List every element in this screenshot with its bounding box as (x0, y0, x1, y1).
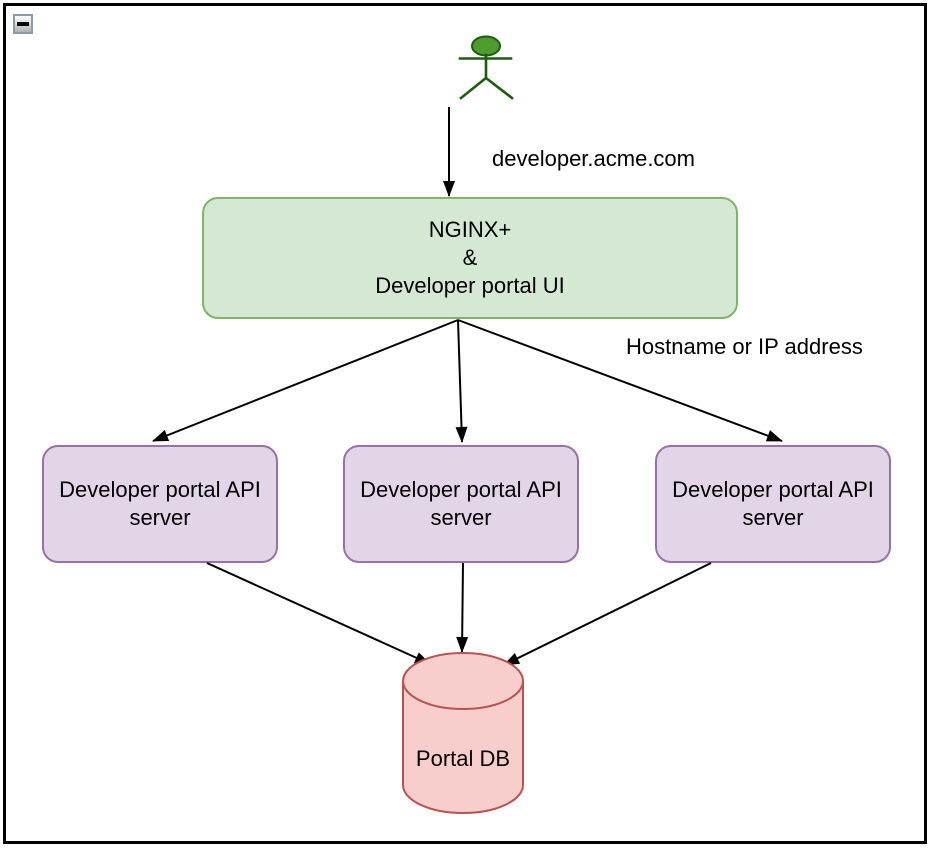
node-api-server-3[interactable]: Developer portal API server (655, 445, 891, 563)
api-server-1-label: Developer portal API server (59, 477, 261, 530)
node-nginx[interactable]: NGINX+ & Developer portal UI (202, 197, 738, 319)
collapse-button[interactable] (13, 14, 33, 34)
nginx-line-1: NGINX+ (428, 217, 512, 242)
nginx-line-2: & (462, 245, 478, 270)
nginx-line-3: Developer portal UI (375, 273, 565, 298)
diagram-border (3, 3, 927, 844)
edge-label-hostname: Hostname or IP address (626, 334, 863, 359)
api-server-3-label: Developer portal API server (672, 477, 874, 530)
api-server-2-label: Developer portal API server (360, 477, 562, 530)
collapse-minus-icon (17, 22, 29, 26)
edge-label-domain: developer.acme.com (492, 146, 695, 171)
node-api-server-2[interactable]: Developer portal API server (343, 445, 579, 563)
node-api-server-1[interactable]: Developer portal API server (42, 445, 278, 563)
db-label: Portal DB (415, 746, 511, 771)
